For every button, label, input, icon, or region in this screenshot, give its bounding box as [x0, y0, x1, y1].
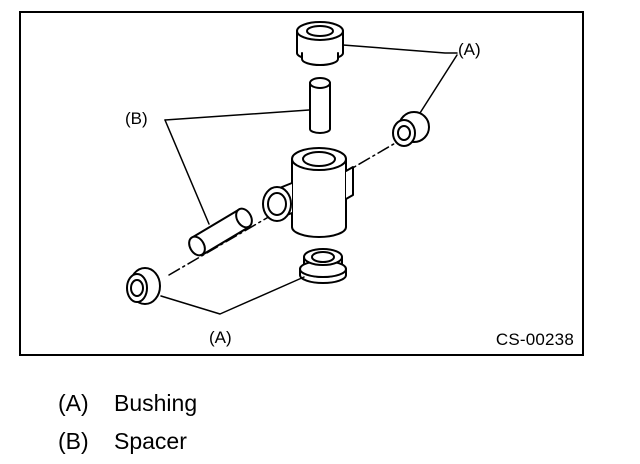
- spacer-vertical: [309, 77, 331, 134]
- bushing-bottom: [299, 248, 347, 284]
- housing-body: [262, 147, 354, 238]
- legend-key: (A): [58, 390, 89, 416]
- leader-lines: [160, 44, 458, 315]
- spacer-horizontal: [188, 207, 253, 257]
- bushing-top: [296, 21, 344, 66]
- legend-key: (B): [58, 428, 89, 454]
- legend: (A) Bushing (B) Spacer: [58, 384, 197, 460]
- legend-label: Spacer: [114, 428, 187, 454]
- figure-code: CS-00238: [495, 330, 574, 349]
- legend-item-spacer: (B) Spacer: [58, 422, 197, 460]
- callout-b: (B): [125, 109, 148, 128]
- diagram-frame: (A) (B) (A) CS-00238: [19, 11, 584, 356]
- exploded-view-drawing: (A) (B) (A): [125, 21, 481, 347]
- legend-label: Bushing: [114, 390, 198, 416]
- callout-a-bottom: (A): [209, 328, 232, 347]
- bushing-right: [392, 111, 430, 147]
- bushing-left: [126, 267, 161, 305]
- callout-a-top: (A): [458, 40, 481, 59]
- legend-item-bushing: (A) Bushing: [58, 384, 197, 422]
